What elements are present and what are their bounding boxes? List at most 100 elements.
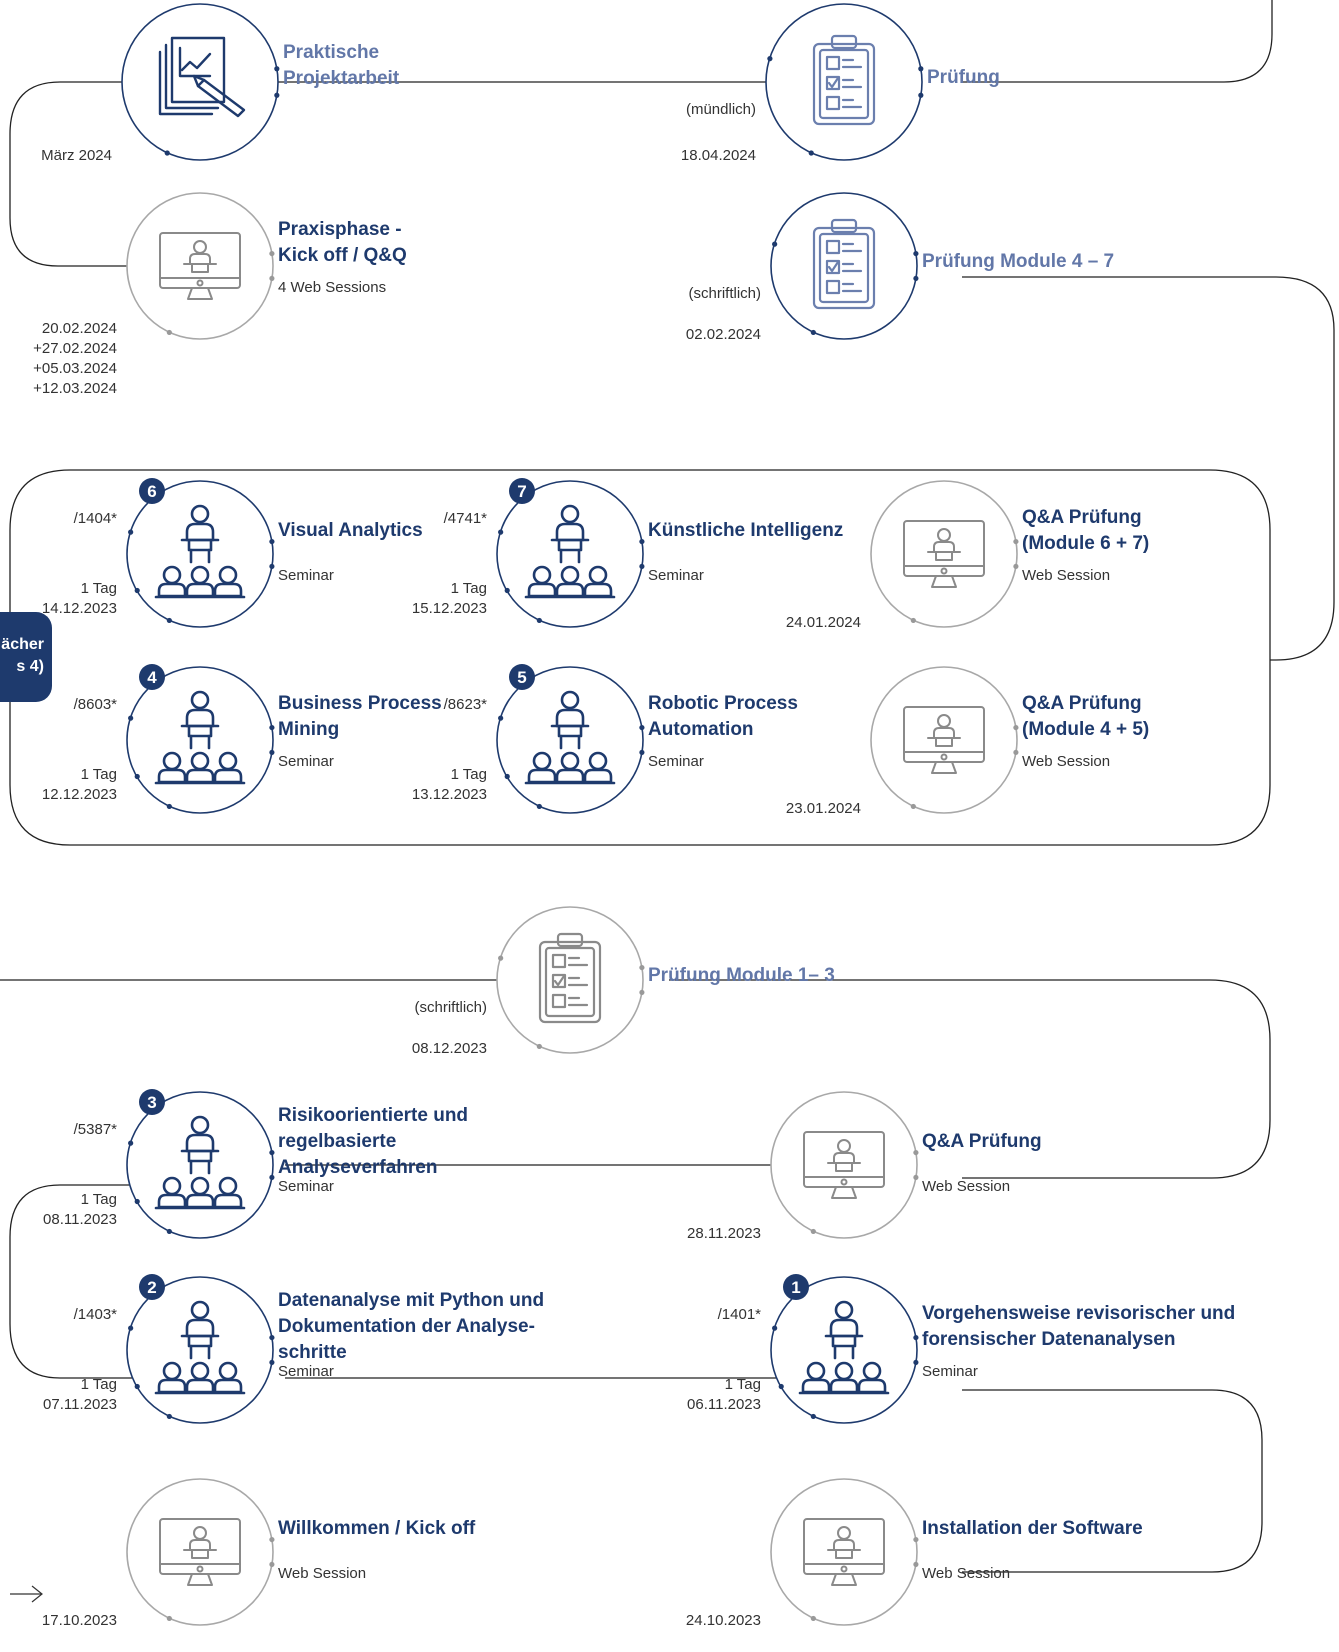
node-title: Q&A Prüfung (Module 6 + 7) xyxy=(1022,507,1150,554)
node-type: Seminar xyxy=(648,567,704,584)
node-ring xyxy=(765,3,923,161)
node-willkommen[interactable] xyxy=(126,1478,275,1626)
connector-dot xyxy=(913,1174,919,1181)
node-code: /5387* xyxy=(73,1121,117,1138)
node-ring xyxy=(496,480,644,628)
connector-dot xyxy=(498,715,504,721)
node-ring xyxy=(126,480,274,628)
connector-dot xyxy=(913,1561,919,1568)
connector-dot xyxy=(269,1536,275,1543)
module-number: 1 xyxy=(791,1278,800,1297)
node-ki[interactable]: 7 xyxy=(496,478,645,628)
module-number-badge xyxy=(509,664,535,690)
node-date: 18.04.2024 xyxy=(680,147,756,164)
connector-dot xyxy=(134,1198,140,1205)
connector-dot xyxy=(910,617,916,624)
connector-dot xyxy=(166,617,172,624)
node-rpa[interactable]: 5 xyxy=(496,664,645,814)
node-type: Seminar xyxy=(648,753,704,770)
connector-dot xyxy=(913,1334,919,1341)
monitor-presenter-icon xyxy=(903,706,985,774)
connector-dot xyxy=(1013,563,1019,570)
module-number-badge xyxy=(139,478,165,504)
node-ring xyxy=(770,1091,918,1239)
node-date: 1 Tag 14.12.2023 xyxy=(41,580,117,617)
node-code: (schriftlich) xyxy=(688,285,761,302)
connector-dot xyxy=(810,1413,816,1420)
module-number-badge xyxy=(783,1274,809,1300)
node-code: /4741* xyxy=(443,510,487,527)
connector-dot xyxy=(810,1615,816,1622)
node-visual-analytics[interactable]: 6 xyxy=(126,478,275,628)
node-ring xyxy=(770,192,918,340)
connector-dot xyxy=(166,1615,172,1622)
node-date: 1 Tag 06.11.2023 xyxy=(687,1376,761,1413)
connector-dot xyxy=(128,1140,134,1146)
module-number: 4 xyxy=(147,668,157,687)
connector-dot xyxy=(767,56,773,62)
node-ring xyxy=(870,480,1018,628)
node-type: Web Session xyxy=(278,1565,367,1582)
connector-dot xyxy=(913,275,919,282)
node-date: 1 Tag 08.11.2023 xyxy=(43,1191,117,1228)
node-title: Praxisphase - Kick off / Q&Q xyxy=(278,219,407,266)
module-number: 7 xyxy=(517,482,526,501)
node-code: /8603* xyxy=(73,696,117,713)
connector-dot xyxy=(128,529,134,535)
node-installation[interactable] xyxy=(770,1478,919,1626)
connector-dot xyxy=(536,617,542,624)
connector-dot xyxy=(166,329,172,336)
node-title: Risikoorientierte und regelbasierte Anal… xyxy=(278,1105,469,1178)
node-pruefung[interactable] xyxy=(765,3,924,161)
node-qa-4-5[interactable] xyxy=(870,666,1019,814)
module-number-badge xyxy=(509,478,535,504)
node-code: /1401* xyxy=(717,1306,761,1323)
node-ring xyxy=(126,1478,274,1626)
node-date: 24.10.2023 xyxy=(685,1612,761,1629)
node-praxisphase[interactable] xyxy=(126,192,275,340)
seminar-icon xyxy=(154,690,246,785)
node-bpm[interactable]: 4 xyxy=(126,664,275,814)
connector-dot xyxy=(913,250,919,257)
side-tab[interactable]: ächer s 4) xyxy=(0,612,52,702)
connector-dot xyxy=(1013,749,1019,756)
node-vorgehensweise[interactable]: 1 xyxy=(770,1274,919,1424)
connector-dot xyxy=(639,989,645,996)
connector-dot xyxy=(269,563,275,570)
node-date: 1 Tag 12.12.2023 xyxy=(41,766,117,803)
node-type: Seminar xyxy=(278,753,334,770)
seminar-icon xyxy=(154,1300,246,1395)
connector-dot xyxy=(639,724,645,731)
node-type: Seminar xyxy=(922,1363,978,1380)
monitor-presenter-icon xyxy=(903,520,985,588)
node-ring xyxy=(496,666,644,814)
connector-dot xyxy=(166,1413,172,1420)
node-python[interactable]: 2 xyxy=(126,1274,275,1424)
node-type: Web Session xyxy=(922,1565,1011,1582)
node-title: Datenanalyse mit Python und Dokumentatio… xyxy=(278,1290,545,1363)
node-type: Web Session xyxy=(1022,567,1111,584)
connector-dot xyxy=(269,1359,275,1366)
node-qa[interactable] xyxy=(770,1091,919,1239)
node-date: 23.01.2024 xyxy=(785,800,861,817)
node-pruefung-4-7[interactable] xyxy=(770,192,919,340)
node-projektarbeit[interactable] xyxy=(121,3,280,161)
seminar-icon xyxy=(154,504,246,599)
node-type: Seminar xyxy=(278,1178,334,1195)
node-qa-6-7[interactable] xyxy=(870,480,1019,628)
seminar-icon xyxy=(154,1115,246,1210)
node-title: Q&A Prüfung (Module 4 + 5) xyxy=(1022,693,1150,740)
connector-dot xyxy=(498,955,504,961)
connector-dot xyxy=(918,92,924,98)
side-tab-line1: ächer xyxy=(1,636,44,653)
connector-dot xyxy=(269,1149,275,1156)
node-pruefung-1-3[interactable] xyxy=(496,906,645,1054)
node-title: Q&A Prüfung xyxy=(922,1131,1042,1152)
node-title: Prüfung xyxy=(927,67,1000,88)
node-ring xyxy=(126,192,274,340)
node-title: Praktische Projektarbeit xyxy=(283,42,400,89)
node-risiko[interactable]: 3 xyxy=(126,1089,275,1239)
connector-dot xyxy=(913,1536,919,1543)
module-number-badge xyxy=(139,664,165,690)
